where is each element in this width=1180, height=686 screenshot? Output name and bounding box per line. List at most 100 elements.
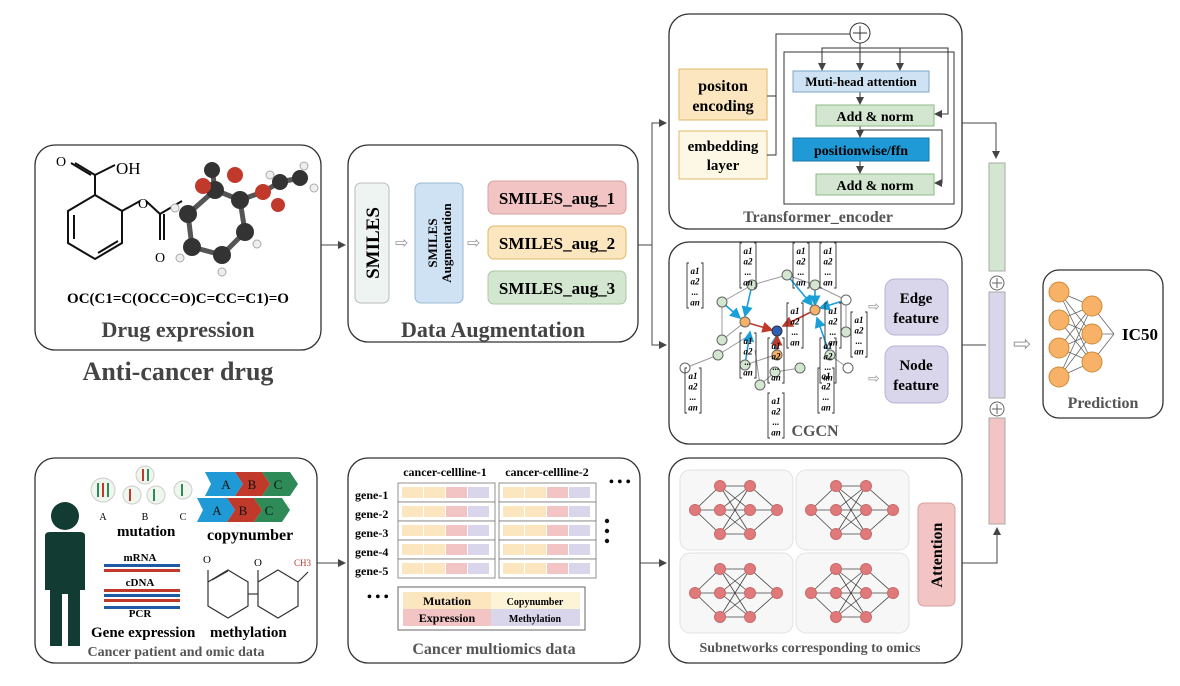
- omic-cell: [402, 487, 423, 498]
- omic-cell: [446, 544, 467, 555]
- omic-cell: [468, 487, 489, 498]
- cdna-label: cDNA: [126, 577, 155, 589]
- addnorm-box-1: [815, 104, 935, 127]
- subnet-node: [714, 528, 726, 540]
- subnet-node: [830, 587, 842, 599]
- arrows-to-concat: [962, 122, 1000, 346]
- omic-cell: [446, 525, 467, 536]
- subnet-node: [830, 504, 842, 516]
- mrna-label: mRNA: [124, 552, 157, 564]
- copynumber-chevrons: [197, 472, 298, 522]
- omic-cell: [547, 487, 568, 498]
- omic-cell: [547, 506, 568, 517]
- subnet-node: [771, 587, 783, 599]
- subnet-node: [860, 611, 872, 623]
- edge-feature-box: [884, 278, 949, 336]
- carbonyl-o-label: O: [155, 251, 165, 266]
- vector-entry: a1: [691, 266, 700, 276]
- methyl-o-label: O: [203, 554, 211, 566]
- legend-copynumber: Copynumber: [507, 597, 564, 608]
- vector-entry: ...: [690, 392, 697, 402]
- aug-item-2: SMILES_aug_2: [499, 234, 615, 253]
- vector-entry: a2: [824, 257, 834, 267]
- subnet-node: [830, 563, 842, 575]
- omic-cell: [569, 487, 590, 498]
- addnorm-label-2: Add & norm: [836, 179, 913, 194]
- position-encoding-box: [678, 68, 768, 121]
- vector-entry: a1: [744, 336, 753, 346]
- acid-o-label: O: [56, 155, 66, 170]
- methylation-label: methylation: [210, 625, 287, 641]
- chevron-c-2: C: [265, 503, 274, 518]
- node-label-1: Node: [899, 358, 933, 374]
- omic-cell: [402, 506, 423, 517]
- smiles-formula: OC(C1=C(OCC=O)C=CC=C1)=O: [67, 291, 289, 307]
- row-ellipsis: [604, 518, 610, 544]
- oh-label: OH: [116, 159, 141, 178]
- feature-vector: a1 a2...an: [824, 302, 842, 349]
- omic-cell: [569, 544, 590, 555]
- vector-entry: an: [690, 298, 700, 308]
- chevron-c-1: C: [274, 477, 283, 492]
- vector-entry: an: [823, 373, 833, 383]
- omics-legend: [397, 586, 586, 631]
- vector-entry: a1: [855, 315, 864, 325]
- vector-entry: ...: [825, 362, 832, 372]
- vector-entry: a2: [744, 257, 754, 267]
- vector-entry: a1: [824, 341, 833, 351]
- vector-entry: a2: [829, 317, 839, 327]
- vector-entry: ...: [792, 327, 799, 337]
- aug-item-1: SMILES_aug_1: [499, 189, 615, 208]
- smiles-box: [354, 182, 390, 304]
- chevron-a-2: A: [212, 503, 222, 518]
- subnetwork: [795, 469, 910, 551]
- vector-entry: a2: [822, 382, 832, 392]
- aug-box-3: [487, 270, 627, 305]
- subnet-node: [830, 480, 842, 492]
- vector-entry: ...: [773, 362, 780, 372]
- omics-panel: A B C mutation A B C A B C copynumber mR…: [34, 457, 318, 664]
- augmentation-box: [414, 182, 464, 304]
- augmentation-panel: SMILES ⇨ SMILES Augmentation ⇨ SMILES_au…: [347, 144, 639, 343]
- drug-panel-title: Drug expression: [102, 317, 255, 342]
- omics-panel-title: Cancer patient and omic data: [87, 645, 264, 660]
- omic-cell: [525, 487, 546, 498]
- drug-panel: OH O O O: [34, 144, 322, 351]
- vector-entry: a2: [791, 317, 801, 327]
- omic-cell: [525, 544, 546, 555]
- mutation-abc-a: A: [99, 512, 107, 523]
- attention-label: Attention: [929, 522, 946, 587]
- omic-cell: [468, 563, 489, 574]
- omic-cell: [468, 506, 489, 517]
- edge-label-1: Edge: [900, 291, 933, 307]
- vector-entry: a2: [797, 257, 807, 267]
- bottom-ellipsis: • • •: [367, 590, 389, 605]
- subnet-node: [860, 587, 872, 599]
- vector-entry: ...: [830, 327, 837, 337]
- hollow-arrow-node: ⇨: [868, 372, 880, 387]
- vector-entry: ...: [692, 287, 699, 297]
- subnetwork: [679, 552, 794, 634]
- attention-box: [917, 502, 956, 607]
- subnet-node: [887, 587, 899, 599]
- chevron-a-1: A: [221, 477, 231, 492]
- vector-entry: an: [790, 338, 800, 348]
- vector-entry: an: [828, 338, 838, 348]
- mutation-abc-b: B: [142, 512, 149, 523]
- omic-cell: [569, 563, 590, 574]
- gene-expression-label: Gene expression: [91, 625, 196, 641]
- subnet-node: [805, 504, 817, 516]
- omic-cell: [547, 525, 568, 536]
- subnet-node: [744, 480, 756, 492]
- vector-entry: an: [743, 278, 753, 288]
- mha-box: [792, 70, 930, 93]
- subnet-node: [771, 504, 783, 516]
- subnet-node: [744, 587, 756, 599]
- vector-entry: an: [688, 403, 698, 413]
